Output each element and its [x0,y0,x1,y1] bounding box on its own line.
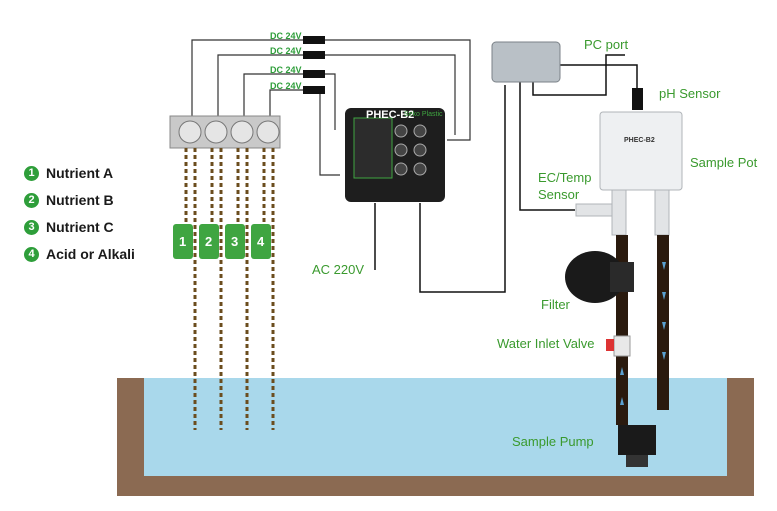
nutrient-bottles [173,224,271,259]
legend-item-2: 2 Nutrient B [24,192,114,208]
dc-label-1: DC 24V [270,31,302,41]
sample-pot-model: PHEC-B2 [624,137,655,144]
bottle-number-1: 1 [179,234,187,249]
dc-power-wires [191,39,471,176]
legend-label: Nutrient C [46,219,114,235]
legend-item-1: 1 Nutrient A [24,165,113,181]
dc-connectors [303,36,325,94]
ec-temp-label-line2: Sensor [538,187,580,202]
dc-label-2: DC 24V [270,46,302,56]
sample-pot-label: Sample Pot [690,155,758,170]
bottle-number-4: 4 [257,234,265,249]
pc-port-label: PC port [584,37,629,52]
ph-sensor-probe [632,88,643,110]
peristaltic-pumps [169,115,281,149]
bottle-number-2: 2 [205,234,213,249]
dc-label-4: DC 24V [270,81,302,91]
bottle-number-3: 3 [231,234,239,249]
phec-controller [345,108,445,202]
water-inlet-valve [606,335,631,357]
legend-item-4: 4 Acid or Alkali [24,246,135,262]
legend-item-3: 3 Nutrient C [24,219,114,235]
legend-label: Nutrient A [46,165,114,181]
legend-label: Acid or Alkali [46,246,135,262]
dc-label-3: DC 24V [270,65,302,75]
sample-pump [618,425,656,467]
number-badge: 1 [24,165,39,181]
sample-pot [575,111,683,236]
filter [565,251,634,303]
controller-brand: Seko Plastic [404,111,443,118]
number-badge: 3 [24,219,39,235]
legend-label: Nutrient B [46,192,114,208]
dosing-tubes [184,148,275,430]
filter-label: Filter [541,297,570,312]
ph-sensor-label: pH Sensor [659,86,721,101]
pc-port-box [491,41,561,83]
number-badge: 2 [24,192,39,208]
sample-pump-label: Sample Pump [512,434,594,449]
number-badge: 4 [24,246,39,262]
ac-power-label: AC 220V [312,262,365,277]
controller-model: PHEC-B2 [366,109,415,121]
water-inlet-valve-label: Water Inlet Valve [497,336,595,351]
ec-temp-label-line1: EC/Temp [538,170,592,185]
